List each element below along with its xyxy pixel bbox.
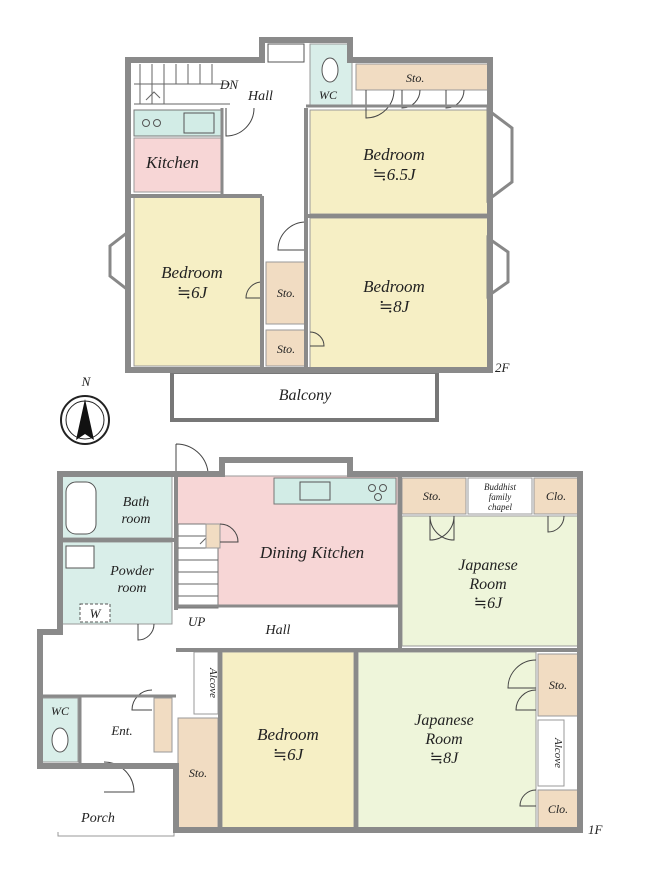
label-bedroom-a-name: Bedroom — [363, 145, 425, 164]
label-japanese-a-size: ≒6J — [474, 595, 503, 612]
stove-burner-icon — [142, 119, 150, 127]
label-powder-2: room — [117, 581, 146, 596]
label-sto-low-1f: Sto. — [189, 766, 207, 780]
label-bedroom-c-name: Bedroom — [363, 277, 425, 296]
label-buddhist-3: chapel — [488, 502, 512, 512]
label-japanese-a-1: Japanese — [458, 557, 518, 574]
stove-burner-icon — [153, 119, 161, 127]
label-floor-2f: 2F — [495, 360, 511, 375]
label-sto-top-1f: Sto. — [423, 489, 441, 503]
label-hall-2f: Hall — [247, 89, 273, 104]
stove-burner-icon — [368, 484, 376, 492]
washer-space — [79, 603, 111, 623]
stove-burner-icon — [374, 493, 382, 501]
sto-small-under-stairs — [205, 523, 221, 549]
label-alcove-right: Alcove — [552, 737, 564, 768]
label-clo-low: Clo. — [548, 802, 568, 816]
floor-2f: DN Hall WC Sto. Kitchen Bedroom ≒6.5J Be… — [108, 37, 514, 422]
label-bedroom-b-name: Bedroom — [161, 263, 223, 282]
label-bedroom-b-size: ≒6J — [177, 283, 209, 302]
label-powder-1: Powder — [109, 564, 154, 579]
toilet-1f-icon — [51, 727, 69, 753]
label-sto-low-2f: Sto. — [277, 342, 295, 356]
label-japanese-b-size: ≒8J — [430, 750, 459, 767]
label-bedroom-c-size: ≒8J — [379, 297, 411, 316]
label-floor-1f: 1F — [588, 822, 604, 837]
floor-1f: Bath room Powder room W Dining Kitchen S… — [37, 443, 604, 837]
north-arrow-icon: N — [60, 374, 110, 445]
washbasin-2f-icon — [267, 43, 305, 63]
label-balcony: Balcony — [279, 387, 332, 404]
label-bedroom-1f-size: ≒6J — [273, 745, 305, 764]
label-buddhist-1: Buddhist — [484, 482, 517, 492]
toilet-2f-icon — [321, 57, 339, 83]
japanese-room-8j-fill — [357, 651, 537, 829]
washbasin-1f-icon — [65, 545, 95, 569]
bedroom-6-5j-fill — [309, 109, 489, 215]
label-ent: Ent. — [110, 723, 132, 738]
sink-1f-icon — [299, 481, 331, 501]
label-alcove-left: Alcove — [207, 667, 219, 698]
label-japanese-b-2: Room — [424, 731, 462, 748]
label-bedroom-1f-name: Bedroom — [257, 725, 319, 744]
counter-2f — [133, 109, 223, 137]
entrance-step — [153, 697, 173, 753]
buddhist-chapel-fill — [467, 477, 533, 515]
clo-low-1f-fill — [537, 789, 579, 829]
bedroom-6j-1f-fill — [221, 651, 355, 829]
sto-low-2f-fill — [265, 329, 307, 367]
label-clo-top: Clo. — [546, 489, 566, 503]
alcove-right-fill — [537, 719, 565, 787]
label-washer: W — [90, 606, 102, 621]
label-wc-2f: WC — [319, 88, 338, 102]
kitchen-2f-fill — [133, 137, 223, 193]
sink-2f-icon — [183, 112, 215, 134]
bedroom-8j-fill — [309, 217, 491, 369]
label-japanese-a-2: Room — [468, 576, 506, 593]
label-japanese-b-1: Japanese — [414, 712, 474, 729]
label-porch: Porch — [80, 811, 115, 826]
stairs-2f — [134, 64, 230, 105]
balcony-area — [170, 370, 439, 422]
label-wc-1f: WC — [51, 704, 70, 718]
label-kitchen-2f: Kitchen — [145, 153, 199, 172]
label-sto-mid-2f: Sto. — [277, 286, 295, 300]
label-dining-kitchen: Dining Kitchen — [259, 543, 364, 562]
compass-label: N — [81, 374, 92, 389]
label-bath-1: Bath — [123, 495, 149, 510]
label-dn: DN — [219, 77, 239, 92]
stove-burner-icon — [379, 484, 387, 492]
label-sto-right: Sto. — [549, 678, 567, 692]
bathtub-icon — [65, 481, 97, 535]
label-bedroom-a-size: ≒6.5J — [372, 165, 416, 184]
label-sto-top-2f: Sto. — [406, 71, 424, 85]
label-bath-2: room — [121, 512, 150, 527]
label-hall-1f: Hall — [265, 623, 291, 638]
label-up: UP — [188, 614, 205, 629]
label-buddhist-2: family — [489, 492, 512, 502]
bedroom-6j-2f-fill — [133, 195, 263, 367]
japanese-room-6j-fill — [401, 515, 579, 647]
sto-right-1f-fill — [537, 653, 579, 717]
